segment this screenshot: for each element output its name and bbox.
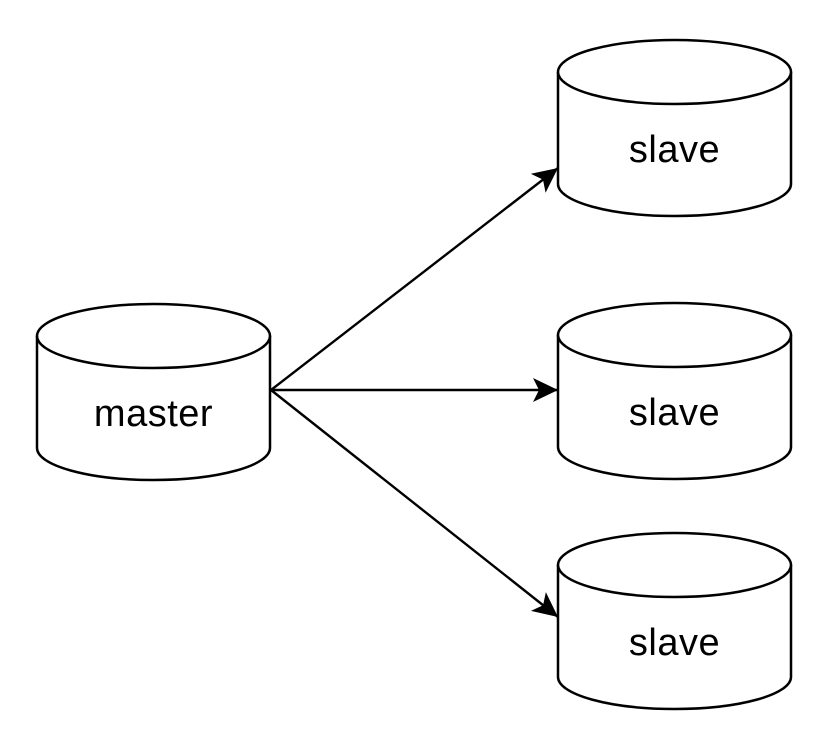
arrow-master-to-slave-3 <box>270 389 559 618</box>
database-cylinder-icon <box>556 38 793 218</box>
database-cylinder-icon <box>556 531 793 711</box>
node-slave-3: slave <box>556 531 793 712</box>
node-master: master <box>35 302 272 483</box>
node-label-slave-1: slave <box>628 129 721 171</box>
node-slave-1: slave <box>556 38 793 219</box>
node-slave-2: slave <box>556 301 793 482</box>
arrow-master-to-slave-1 <box>270 167 559 391</box>
database-cylinder-icon <box>556 301 793 481</box>
node-label-master: master <box>93 393 214 435</box>
node-label-slave-3: slave <box>628 622 721 664</box>
node-label-slave-2: slave <box>628 392 721 434</box>
database-cylinder-icon <box>35 302 272 482</box>
